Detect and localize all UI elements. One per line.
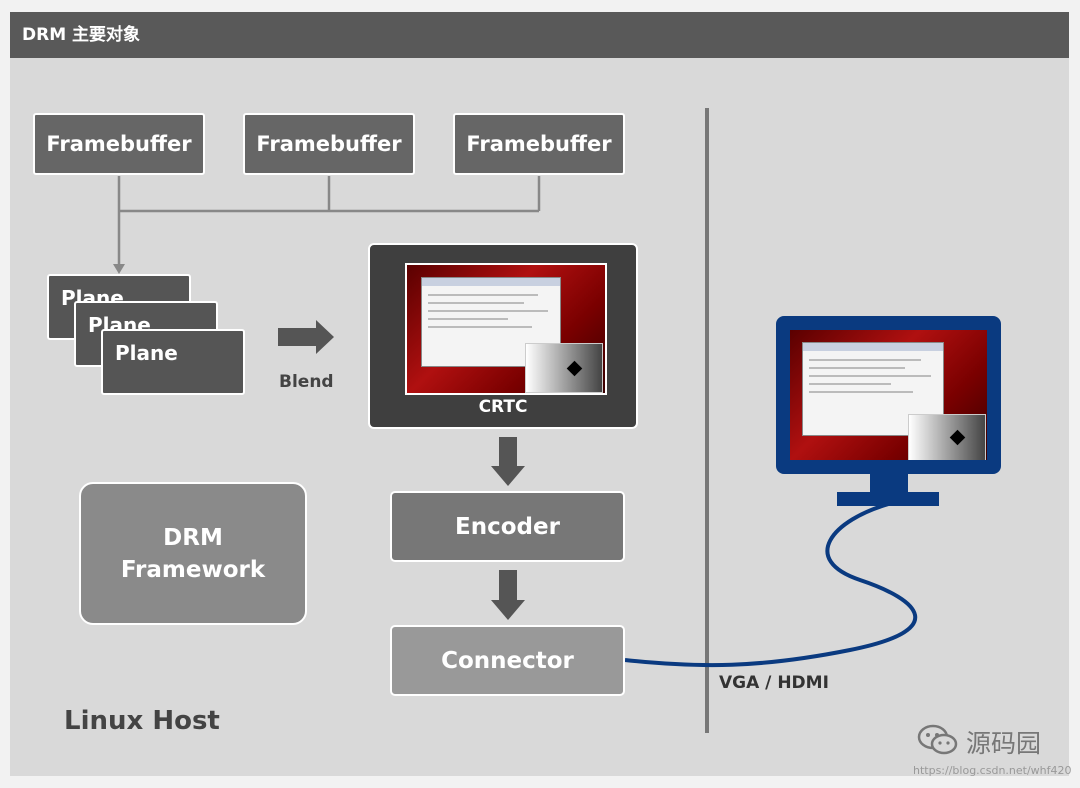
monitor (776, 316, 1001, 474)
watermark-brand: 源码园 (966, 729, 1042, 758)
framebuffer-box: Framebuffer (33, 113, 205, 175)
monitor-neck (870, 474, 908, 492)
crtc-encoder-arrow (491, 437, 525, 486)
host-label: Linux Host (64, 706, 220, 736)
down-arrowhead (113, 264, 125, 274)
connector-box: Connector (390, 625, 625, 696)
crtc-label: CRTC (478, 397, 528, 417)
encoder-connector-arrow (491, 570, 525, 620)
diagram-title: DRM 主要对象 (10, 12, 1069, 58)
crtc-screen-image (405, 263, 607, 395)
framebuffer-box: Framebuffer (243, 113, 415, 175)
wechat-icon (917, 724, 959, 756)
overlay-plane-preview (525, 343, 603, 393)
monitor-screen-image (790, 330, 987, 460)
framework-line1: DRM (163, 524, 223, 551)
watermark-url: https://blog.csdn.net/whf420 (913, 764, 1072, 777)
blend-arrow (278, 320, 334, 354)
plane-box: Plane (101, 329, 245, 395)
encoder-box: Encoder (390, 491, 625, 562)
vga-hdmi-cable (624, 501, 918, 668)
blend-label: Blend (279, 372, 334, 392)
framework-line2: Framework (120, 556, 266, 583)
monitor-stand (837, 492, 939, 506)
drm-framework-box: DRM Framework (79, 482, 307, 625)
cable-label: VGA / HDMI (719, 673, 829, 693)
framebuffer-box: Framebuffer (453, 113, 625, 175)
